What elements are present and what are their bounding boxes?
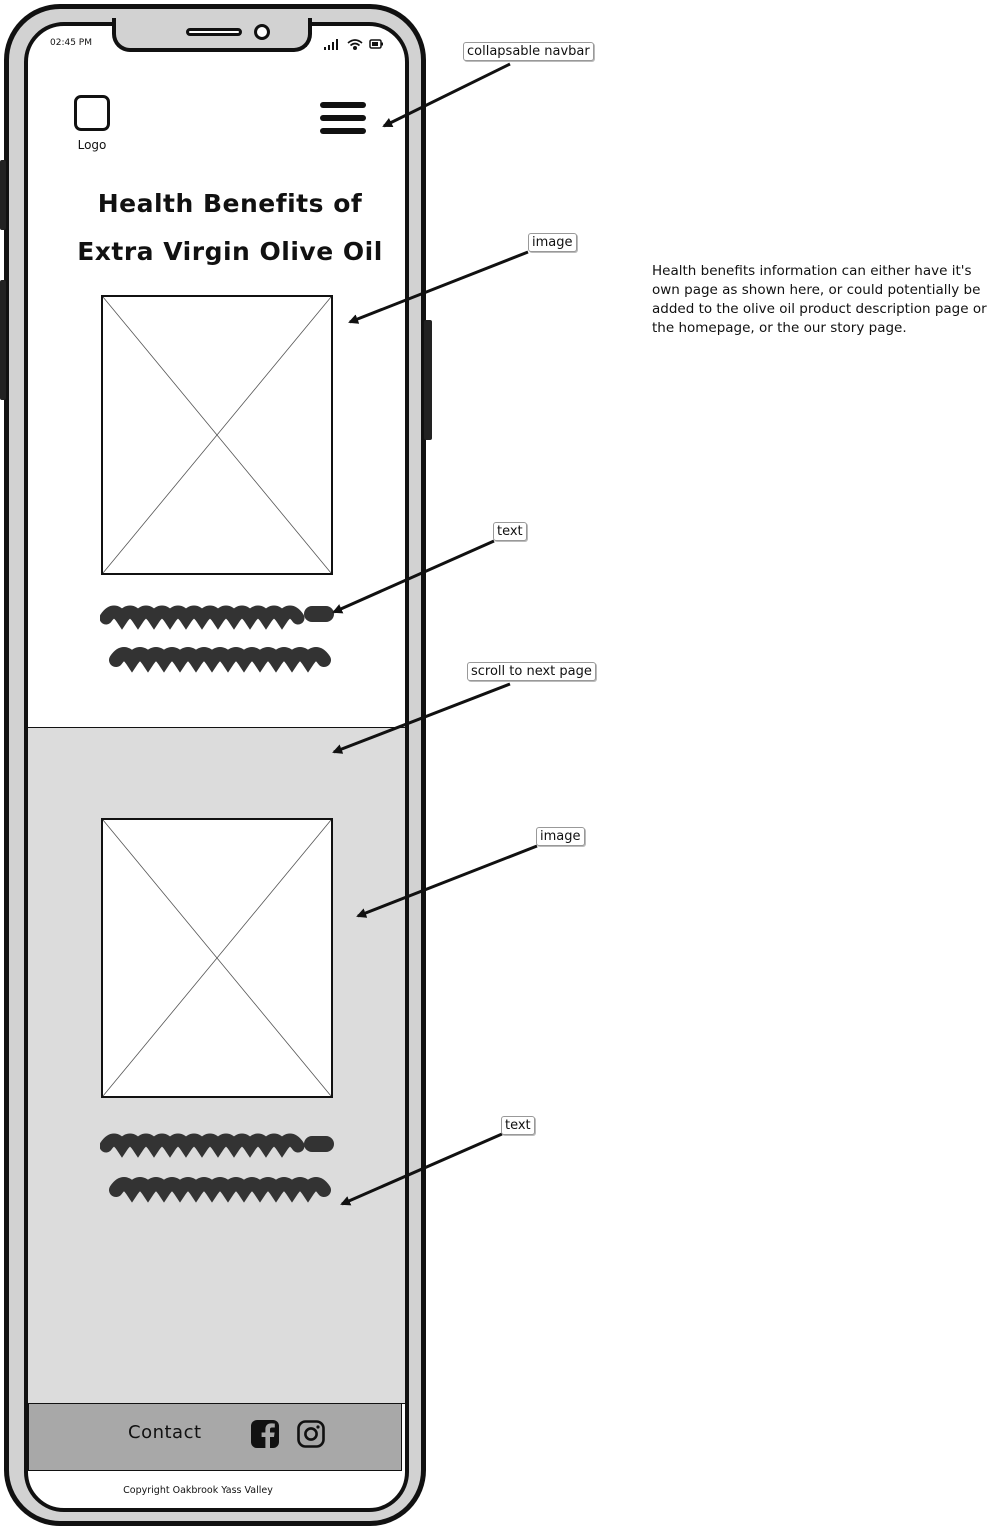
annotation-label: text <box>493 522 527 541</box>
phone-power-button <box>424 320 432 440</box>
status-time: 02:45 PM <box>50 38 92 48</box>
annotation-label: image <box>536 827 585 846</box>
status-icons <box>324 39 383 51</box>
logo-placeholder[interactable] <box>74 95 110 131</box>
copyright-text: Copyright Oakbrook Yass Valley <box>123 1485 273 1496</box>
hamburger-menu-icon[interactable] <box>320 102 366 140</box>
annotation-label: scroll to next page <box>467 662 596 681</box>
annotation-note: Health benefits information can either h… <box>652 263 987 336</box>
page-title: Health Benefits of Extra Virgin Olive Oi… <box>60 180 400 276</box>
text-placeholder <box>100 1133 334 1203</box>
logo-label: Logo <box>77 138 107 152</box>
phone-side-button <box>0 280 6 400</box>
wifi-icon <box>347 39 363 51</box>
footer-bar <box>28 1403 402 1471</box>
page-title-line-2: Extra Virgin Olive Oil <box>77 237 383 266</box>
image-placeholder <box>101 295 333 575</box>
instagram-icon[interactable] <box>296 1419 326 1449</box>
annotation-label: image <box>528 233 577 252</box>
text-placeholder <box>100 605 334 673</box>
contact-link[interactable]: Contact <box>128 1422 202 1443</box>
annotation-label: text <box>501 1116 535 1135</box>
phone-side-button <box>0 160 6 230</box>
battery-icon <box>369 39 383 49</box>
annotation-label: collapsable navbar <box>463 42 594 61</box>
page-title-line-1: Health Benefits of <box>97 189 363 218</box>
image-placeholder <box>101 818 333 1098</box>
facebook-icon[interactable] <box>250 1419 280 1449</box>
speaker-icon <box>186 28 242 36</box>
signal-icon <box>324 39 338 50</box>
camera-icon <box>254 24 270 40</box>
